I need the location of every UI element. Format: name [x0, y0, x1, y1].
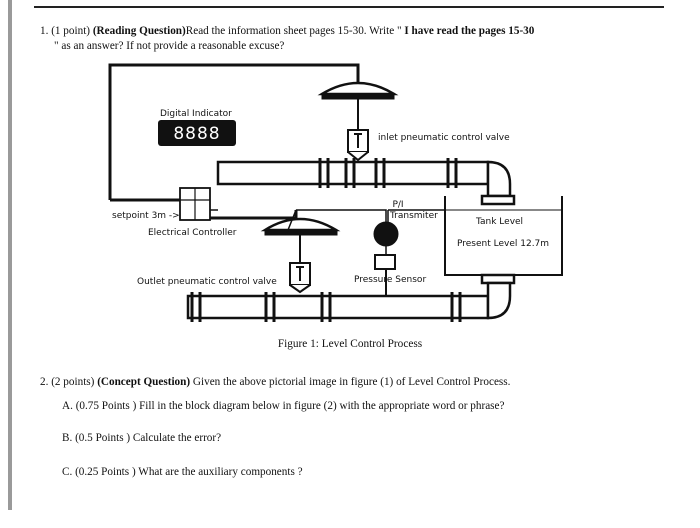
- pi-transmitter: [373, 221, 399, 247]
- digital-indicator-label: Digital Indicator: [160, 109, 232, 119]
- pi-label-2: Transmiter: [389, 211, 438, 221]
- outlet-elbow: [486, 281, 512, 320]
- q1-label: (Reading Question): [92, 25, 186, 37]
- digital-indicator: [158, 120, 236, 146]
- inlet-valve-dome: [317, 81, 399, 96]
- outlet-valve-dome: [260, 217, 341, 232]
- q2-label: (Concept Question): [97, 376, 191, 388]
- q1-points: (1 point): [51, 25, 91, 37]
- setpoint-label: setpoint 3m ->: [112, 211, 180, 221]
- outlet-pipe: [186, 294, 490, 320]
- outlet-pipe-flanges: [190, 292, 462, 322]
- page-left-border: [8, 0, 12, 510]
- q1-text-after: " as an answer? If not provide a reasona…: [54, 40, 285, 52]
- q2-part-a-id: A.: [62, 400, 73, 412]
- controller-label: Electrical Controller: [148, 228, 237, 238]
- tank-level-label: Tank Level: [475, 217, 523, 227]
- inlet-elbow: [486, 160, 512, 198]
- q1-number: 1.: [40, 25, 49, 37]
- q2-part-a: A. (0.75 Points ) Fill in the block diag…: [62, 400, 504, 412]
- digital-indicator-display: 8888: [173, 124, 220, 144]
- present-level-label: Present Level 12.7m: [457, 239, 549, 249]
- inlet-valve-label: inlet pneumatic control valve: [378, 133, 510, 143]
- q2-part-a-text: (0.75 Points ) Fill in the block diagram…: [75, 400, 505, 412]
- q2-points: (2 points): [51, 376, 95, 388]
- pressure-sensor: [374, 254, 396, 270]
- inlet-pipe-flanges: [318, 158, 458, 188]
- pressure-sensor-label: Pressure Sensor: [354, 275, 426, 285]
- q2-number: 2.: [40, 376, 49, 388]
- figure-caption: Figure 1: Level Control Process: [277, 338, 423, 350]
- tank: [444, 196, 563, 276]
- level-control-figure: 8888 Digital Indicator inlet pneumatic c…: [108, 63, 563, 322]
- q2-part-c: C. (0.25 Points ) What are the auxiliary…: [62, 466, 303, 478]
- pi-label-1: P/I: [392, 200, 403, 210]
- question-2: 2. (2 points) (Concept Question) Given t…: [40, 376, 510, 388]
- outlet-valve-label: Outlet pneumatic control valve: [137, 277, 277, 287]
- q2-part-b: B. (0.5 Points ) Calculate the error?: [62, 432, 221, 444]
- q2-part-b-id: B.: [62, 432, 73, 444]
- q2-part-b-text: (0.5 Points ) Calculate the error?: [75, 432, 222, 444]
- top-rule: [34, 6, 664, 8]
- q2-part-c-text: (0.25 Points ) What are the auxiliary co…: [75, 466, 303, 478]
- q1-emphasis: I have read the pages 15-30: [404, 25, 535, 37]
- q2-part-c-id: C.: [62, 466, 73, 478]
- question-1: 1. (1 point) (Reading Question)Read the …: [40, 24, 652, 54]
- inlet-valve-diaphragm: [321, 93, 395, 100]
- controller-to-inlet-line: [108, 63, 360, 200]
- q1-text-before: Read the information sheet pages 15-30. …: [185, 25, 402, 37]
- q2-text: Given the above pictorial image in figur…: [192, 376, 511, 388]
